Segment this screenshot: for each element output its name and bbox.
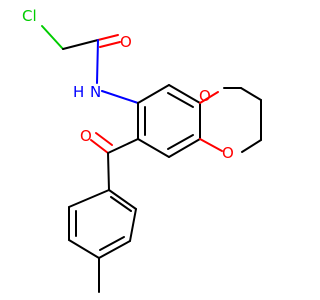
bond-ring-c4-c5	[168, 138, 201, 158]
bond-ring-c2-c3-inner	[167, 92, 194, 108]
bonds	[41, 25, 262, 293]
bond-ch2-carbonyl	[62, 39, 99, 50]
bond-ketone-oxygen-b	[95, 132, 113, 146]
bond-carbonyl-nitrogen	[96, 39, 99, 84]
bond-ring-oxygen-top-a	[199, 91, 219, 104]
bond-ring-oxygen-bottom-b	[199, 138, 223, 152]
molecule-structure: Cl O H N O O O	[22, 7, 262, 293]
bond-ketone-tolyl	[107, 152, 110, 191]
bond-ring-ketone	[107, 138, 139, 154]
bond-ring-c5-c6	[137, 138, 170, 158]
bond-tolyl-c3-c4-inner	[99, 236, 125, 251]
bond-nitrogen-ring	[101, 90, 139, 104]
bond-tolyl-c1-c2	[108, 189, 137, 210]
bond-carbonyl-oxygen-a	[97, 34, 119, 41]
atom-labels: Cl O H N O O O	[22, 7, 234, 162]
ketone-oxygen-label: O	[80, 127, 92, 145]
bond-ring-c4-c5-inner	[167, 134, 194, 150]
bond-carbonyl-oxygen-b	[99, 41, 121, 48]
bond-tolyl-c2-c3	[129, 208, 137, 242]
bond-ketone-oxygen-a	[90, 139, 109, 154]
bond-tolyl-c3-c4	[98, 240, 131, 259]
chlorine-label: Cl	[22, 7, 37, 25]
bond-ch2-ch2	[240, 87, 262, 101]
bond-tolyl-c1-c2-inner	[110, 196, 132, 212]
bond-ring-c1-c2	[137, 84, 170, 104]
ring-oxygen-bottom-label: O	[222, 144, 234, 162]
bond-cl-ch2	[41, 25, 64, 50]
bond-tolyl-c4-c5	[68, 239, 100, 259]
bond-ring-oxygen-bottom-a	[241, 139, 262, 153]
bond-tolyl-c6-c1	[68, 189, 110, 208]
amide-carbonyl-oxygen-label: O	[120, 33, 132, 51]
amide-nitrogen-label: N	[90, 83, 101, 101]
bond-ring-c2-c3	[168, 84, 201, 104]
amide-hydrogen-label: H	[73, 83, 84, 101]
ring-oxygen-top-label: O	[199, 87, 211, 105]
